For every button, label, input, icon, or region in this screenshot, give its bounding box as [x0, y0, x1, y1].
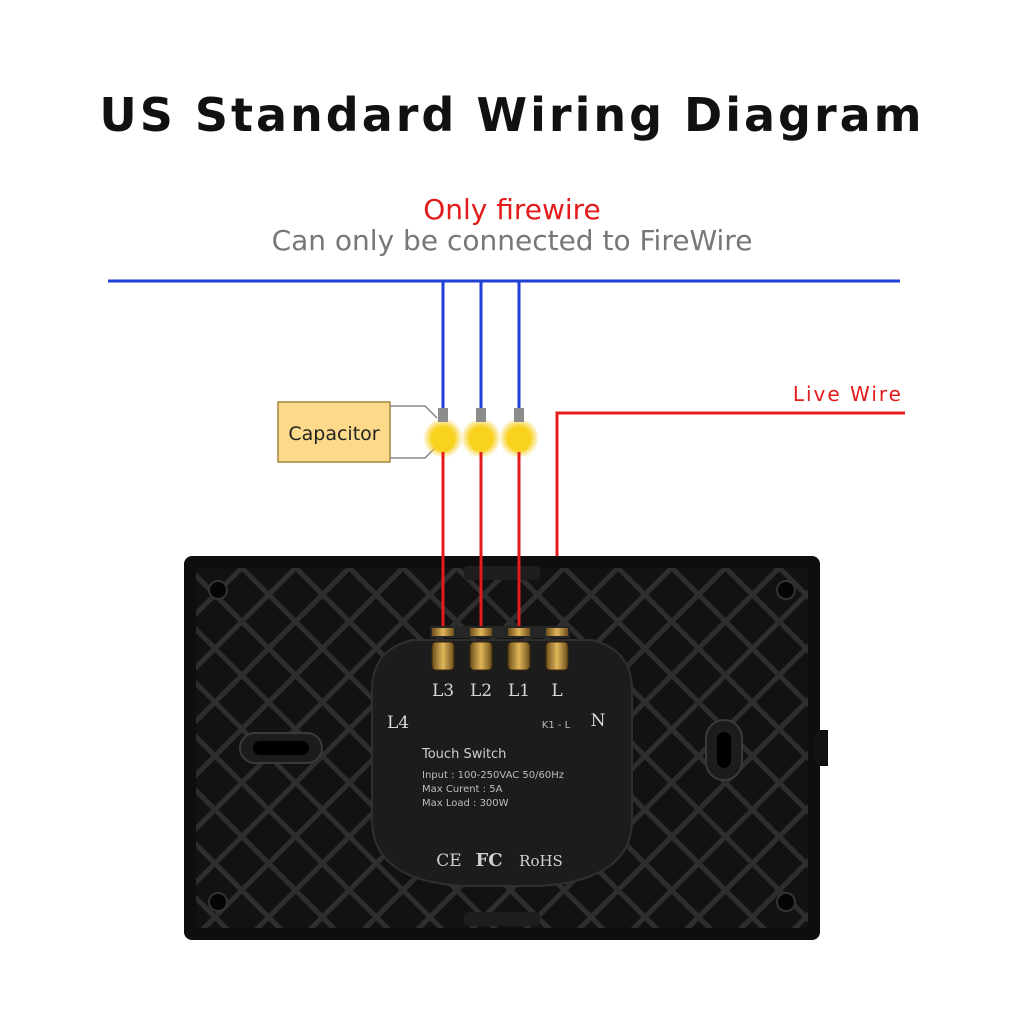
- bulb-2: [461, 408, 501, 458]
- subtitle-firewire-note: Can only be connected to FireWire: [271, 224, 753, 257]
- live-wire-label: Live Wire: [793, 382, 903, 406]
- terminal-block: [430, 626, 570, 671]
- fcc-mark: FC: [475, 850, 502, 871]
- module-mark: K1 - L: [542, 720, 571, 731]
- terminal-label-l3: L3: [432, 681, 454, 701]
- switch-back-plate: [184, 556, 828, 940]
- capacitor-lead-top: [390, 405, 438, 419]
- spec-current: Max Curent : 5A: [422, 784, 503, 795]
- terminal-label-l1: L1: [508, 681, 530, 701]
- ce-mark: CE: [436, 851, 461, 871]
- bulb-3: [499, 408, 539, 458]
- terminal-label-l: L: [551, 681, 562, 701]
- subtitle-only-firewire: Only firewire: [423, 193, 601, 226]
- capacitor-box: [277, 401, 391, 463]
- terminal-label-n: N: [591, 711, 606, 731]
- rohs-mark: RoHS: [519, 852, 563, 870]
- bulb-1: [423, 408, 463, 458]
- capacitor-label: Capacitor: [288, 423, 379, 445]
- terminal-label-l2: L2: [470, 681, 492, 701]
- spec-input: Input : 100-250VAC 50/60Hz: [422, 770, 564, 781]
- spec-load: Max Load : 300W: [422, 798, 509, 809]
- terminal-label-l4: L4: [387, 713, 409, 733]
- page-title: US Standard Wiring Diagram: [99, 88, 925, 142]
- module-name: Touch Switch: [421, 747, 506, 762]
